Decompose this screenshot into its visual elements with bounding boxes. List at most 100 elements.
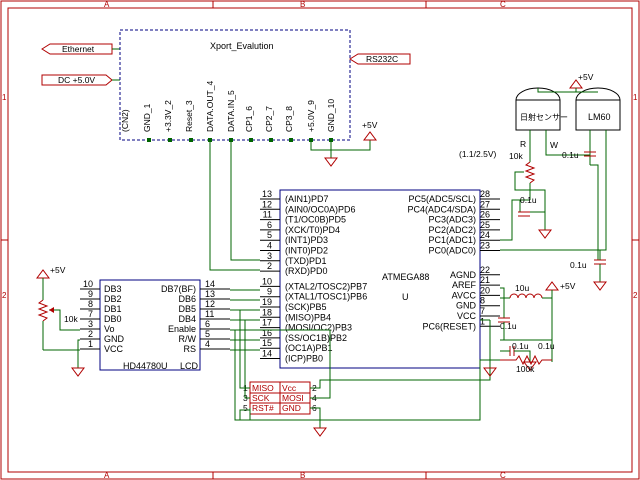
cap-c4-label: 0.1u — [500, 321, 517, 331]
lcd-pin-num-7: 7 — [88, 309, 93, 319]
cap-c2-label: 0.1u — [562, 150, 579, 160]
atmega-pin-num-13: 13 — [262, 189, 272, 199]
lcd-pin-name-14: DB7(BF) — [161, 284, 196, 294]
lcd-pin-name-11: DB4 — [178, 314, 196, 324]
atmega-pin-name-17: (MOSI/OC2)PB3 — [285, 323, 352, 333]
lm60-label: LM60 — [588, 112, 611, 122]
cap-c3-label: 0.1u — [570, 260, 587, 270]
xport-title: Xport_Evalution — [210, 41, 274, 51]
frame-col-b-bottom: B — [300, 471, 305, 480]
atmega-pin-num-24: 24 — [480, 230, 490, 240]
frame-row-1-right: 1 — [633, 93, 638, 102]
atmega-pin-name-5: (INT1)PD3 — [285, 235, 328, 245]
power-label-xport: +5V — [362, 120, 378, 130]
xport-pin-datain: DATA.IN_5 — [226, 90, 236, 132]
analog-power: 10u +5V 0.1u 0.1u 0.1u 100k — [480, 281, 576, 377]
power-label-avcc: +5V — [560, 281, 576, 291]
atmega-pin-num-5: 5 — [267, 230, 272, 240]
atmega-pin-name-3: (TXD)PD1 — [285, 256, 327, 266]
trim-pot-r: R — [520, 139, 526, 149]
lcd-pin-name-7: DB0 — [104, 314, 122, 324]
atmega-pin-num-8: 8 — [480, 296, 485, 306]
atmega-pin-num-1: 1 — [480, 316, 485, 326]
frame-col-c-top: C — [500, 0, 506, 9]
atmega-right-pins: 28PC5(ADC5/SCL)27PC4(ADC4/SDA)26PC3(ADC3… — [407, 189, 500, 331]
lcd-pin-num-3: 3 — [88, 319, 93, 329]
lcd-pin-name-12: DB5 — [178, 304, 196, 314]
lcd-pin-num-8: 8 — [88, 299, 93, 309]
xport-pin-gnd10: GND_10 — [326, 99, 336, 132]
atmega-pin-name-9: (XTAL1/TOSC1)PB6 — [285, 292, 367, 302]
lcd-pin-num-13: 13 — [205, 289, 215, 299]
atmega-unit: U — [402, 292, 409, 302]
sensor-w-label: W — [550, 140, 558, 150]
frame-col-a-bottom: A — [104, 471, 110, 480]
atmega-pin-num-16: 16 — [262, 328, 272, 338]
atmega-pin-name-1: PC6(RESET) — [422, 321, 476, 331]
atmega-pin-name-23: PC0(ADC0) — [428, 246, 476, 256]
atmega-pin-name-13: (AIN1)PD7 — [285, 194, 329, 204]
atmega-pin-num-12: 12 — [262, 199, 272, 209]
atmega-pin-num-11: 11 — [263, 210, 272, 220]
lcd-pin-num-12: 12 — [205, 299, 215, 309]
lcd-pin-num-1: 1 — [88, 339, 93, 349]
lcd-pin-name-2: GND — [104, 334, 125, 344]
xport-pin-cp1: CP1_6 — [244, 106, 254, 132]
atmega-pin-num-3: 3 — [267, 251, 272, 261]
atmega-pin-num-7: 7 — [480, 306, 485, 316]
lcd-pin-name-8: DB1 — [104, 304, 122, 314]
sensor-trim-pot: R (1.1/2.5V) 10k 0.1u — [459, 139, 552, 241]
atmega-pin-name-25: PC2(ADC2) — [428, 225, 476, 235]
port-rs232c-label: RS232C — [366, 54, 398, 64]
lcd-pin-num-4: 4 — [205, 339, 210, 349]
atmega-pin-name-18: (MISO)PB4 — [285, 312, 331, 322]
atmega-pin-name-10: (XTAL2/TOSC2)PB7 — [285, 281, 367, 291]
atmega-pin-num-2: 2 — [267, 261, 272, 271]
lcd-name: HD44780U — [123, 361, 168, 371]
power-label-lcd: +5V — [50, 265, 66, 275]
lcd-pin-num-2: 2 — [88, 329, 93, 339]
atmega-pin-num-6: 6 — [267, 220, 272, 230]
port-ethernet: Ethernet — [41, 43, 120, 55]
cap-c5-label: 0.1u — [512, 341, 529, 351]
lcd-pin-num-6: 6 — [205, 319, 210, 329]
lcd-module: HD44780U LCD — [99, 279, 201, 371]
isp-pin-sck: SCK — [252, 393, 270, 403]
atmega-pin-name-6: (XCK/T0)PD4 — [285, 225, 340, 235]
xport-pins: (CN2) GND_1 +3.3V_2 Reset_3 DATA.OUT_4 D… — [120, 81, 336, 132]
atmega-pin-num-21: 21 — [480, 275, 490, 285]
frame-row-2-left: 2 — [2, 291, 7, 300]
atmega-pin-num-26: 26 — [480, 210, 490, 220]
trim-pot-range: (1.1/2.5V) — [459, 149, 496, 159]
isp-header: MISO Vcc SCK MOSI RST# GND 1 2 3 4 5 6 — [243, 381, 317, 415]
power-label-sensor: +5V — [578, 72, 594, 82]
atmega-pin-name-4: (INT0)PD2 — [285, 246, 328, 256]
solar-sensor: 日射センサー W — [515, 87, 568, 162]
isp-pin-miso: MISO — [252, 383, 274, 393]
atmega-pin-num-22: 22 — [480, 265, 490, 275]
atmega-pin-name-22: AGND — [450, 270, 477, 280]
sensor-power: +5V — [537, 72, 598, 156]
port-dc5v: DC +5.0V — [41, 74, 120, 86]
xport-power: +5V — [310, 120, 378, 167]
inductor-label: 10u — [515, 283, 529, 293]
atmega-pin-name-15: (OC1A)PB1 — [285, 343, 333, 353]
isp-pin-mosi: MOSI — [282, 393, 304, 403]
lcd-pin-name-13: DB6 — [178, 294, 196, 304]
atmega-name: ATMEGA88 — [382, 272, 429, 282]
atmega-pin-name-26: PC3(ADC3) — [428, 215, 476, 225]
port-rs232c: RS232C — [349, 53, 411, 65]
lcd-pin-num-11: 11 — [205, 309, 214, 319]
lcd-type: LCD — [180, 361, 199, 371]
xport-module: Xport_Evalution (CN2) GND_1 +3.3V_2 Rese… — [119, 29, 351, 142]
lcd-pot-value: 10k — [64, 314, 78, 324]
port-ethernet-label: Ethernet — [62, 44, 95, 54]
atmega-pin-num-28: 28 — [480, 189, 490, 199]
xport-pin-cn2: (CN2) — [120, 109, 130, 132]
atmega-pin-num-25: 25 — [480, 220, 490, 230]
frame-row-1-left: 1 — [2, 93, 7, 102]
